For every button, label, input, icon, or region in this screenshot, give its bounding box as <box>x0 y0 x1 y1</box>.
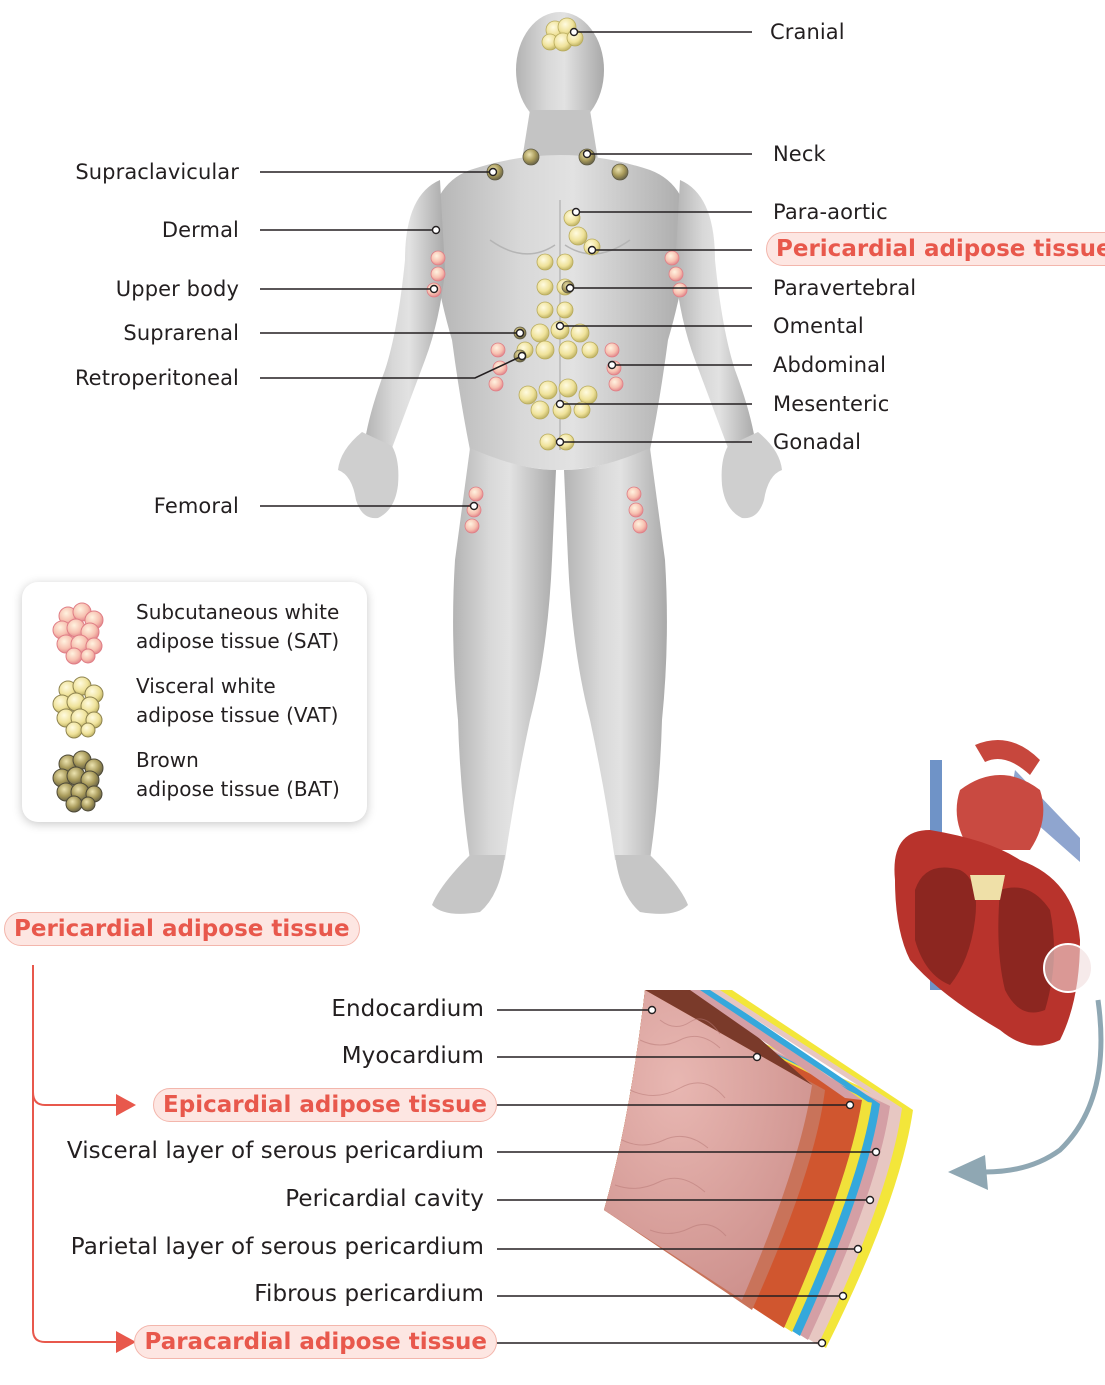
heading-pericardial-adipose-tissue: Pericardial adipose tissue <box>4 912 360 946</box>
layer-myocardium: Myocardium <box>342 1041 484 1071</box>
tissue-block <box>604 990 913 1348</box>
layer-visceral-serous-pericardium: Visceral layer of serous pericardium <box>67 1136 484 1166</box>
layer-fibrous-pericardium: Fibrous pericardium <box>254 1279 484 1309</box>
arrow-to-paracardial <box>116 1331 136 1353</box>
layer-endocardium: Endocardium <box>331 994 484 1024</box>
heart-illustration <box>894 740 1092 1046</box>
layer-paracardial-adipose-tissue: Paracardial adipose tissue <box>134 1325 497 1359</box>
layer-parietal-serous-pericardium: Parietal layer of serous pericardium <box>71 1232 484 1262</box>
layer-pericardial-cavity: Pericardial cavity <box>285 1184 484 1214</box>
layer-epicardial-adipose-tissue: Epicardial adipose tissue <box>153 1088 497 1122</box>
arrow-to-epicardial <box>116 1094 136 1116</box>
curved-arrow-head <box>948 1155 988 1190</box>
